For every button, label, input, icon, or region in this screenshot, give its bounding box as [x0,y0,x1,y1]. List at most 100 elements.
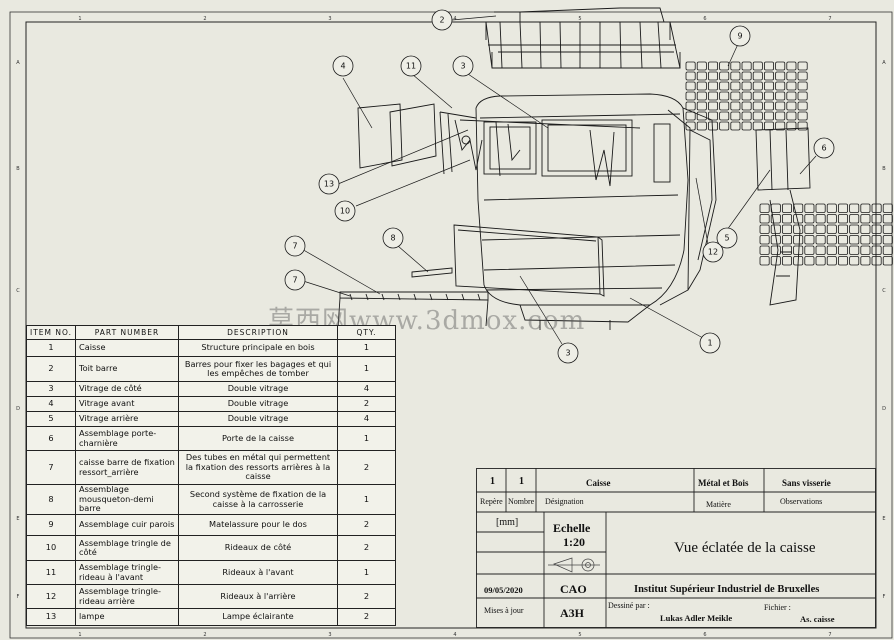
quilt-cell [708,81,719,91]
quilt-cell [770,214,781,224]
tb-nombre-label: Nombre [508,497,535,506]
quilt-cell [730,111,741,121]
quilt-cell [882,203,893,213]
quilt-cell [741,81,752,91]
border-row-label: A [16,60,20,66]
quilt-cell [696,61,707,71]
quilt-cell [797,121,808,131]
quilt-cell [797,91,808,101]
quilt-cell [696,91,707,101]
border-column-label: 7 [828,632,831,638]
quilt-cell [793,203,804,213]
quilt-cell [838,214,849,224]
quilt-cell [838,224,849,234]
quilt-cell [741,121,752,131]
bom-qty: 1 [337,426,396,451]
quilt-cell [838,235,849,245]
quilt-cell [708,101,719,111]
quilt-cell [719,121,730,131]
quilt-cell [782,214,793,224]
quilt-cell [730,121,741,131]
bom-description: Rideaux à l'avant [178,560,338,585]
quilt-cell [826,214,837,224]
balloon-number: 9 [737,32,742,41]
quilt-cell [786,71,797,81]
outer-border [9,11,893,639]
quilt-cell [882,214,893,224]
tb-mises-a-jour: Mises à jour [484,606,524,615]
quilt-cell [685,81,696,91]
balloon-number: 13 [324,180,334,189]
bom-description: Double vitrage [178,396,338,412]
title-block-frame [476,468,876,628]
quilt-cell [793,224,804,234]
balloon-number: 3 [565,349,570,358]
bom-qty: 2 [337,396,396,412]
quilt-cell [804,256,815,266]
quilt-cell [793,214,804,224]
quilt-cell [708,91,719,101]
bom-item-no: 2 [26,356,76,382]
balloon-number: 12 [708,248,718,257]
border-row-label: E [882,516,885,522]
bom-part-number: Toit barre [75,356,179,382]
quilt-cell [764,111,775,121]
bom-description: Des tubes en métal qui permettent la fix… [178,450,338,485]
bom-header-qty: QTY. [337,325,396,340]
quilt-cell [730,101,741,111]
bom-part-number: caisse barre de fixation ressort_arrière [75,450,179,485]
quilt-cell [849,224,860,234]
bom-item-no: 12 [26,584,76,609]
border-row-label: A [882,60,886,66]
quilt-cell [764,91,775,101]
quilt-cell [752,61,763,71]
quilt-cell [786,111,797,121]
quilt-cell [708,111,719,121]
quilt-cell [741,91,752,101]
tb-file: As. caisse [800,614,835,624]
tb-nombre-value: 1 [519,476,524,487]
quilt-cell [752,121,763,131]
quilt-cell [741,101,752,111]
quilt-cell [782,245,793,255]
balloon-number: 11 [406,62,416,71]
quilt-cell [775,91,786,101]
balloon-number: 7 [292,242,297,251]
bom-description: Structure principale en bois [178,339,338,357]
bom-qty: 1 [337,356,396,382]
bom-part-number: Vitrage arrière [75,411,179,427]
quilt-cell [871,203,882,213]
quilt-cell [849,256,860,266]
quilt-cell [775,81,786,91]
quilt-cell [849,235,860,245]
bom-qty: 1 [337,484,396,515]
quilt-cell [838,256,849,266]
bom-qty: 2 [337,514,396,536]
border-column-label: 2 [203,16,206,22]
quilt-cell [775,71,786,81]
quilt-cell [793,256,804,266]
bom-description: Rideaux de côté [178,535,338,561]
tb-institution: Institut Supérieur Industriel de Bruxell… [634,584,820,595]
bom-qty: 1 [337,339,396,357]
quilt-cell [770,235,781,245]
bom-description: Rideaux à l'arrière [178,584,338,609]
balloon-number: 5 [724,234,729,243]
border-column-label: 4 [453,16,456,22]
border-column-label: 6 [703,16,706,22]
drawing-title: Vue éclatée de la caisse [674,540,816,556]
bom-part-number: Caisse [75,339,179,357]
quilt-cell [730,81,741,91]
quilt-cell [696,101,707,111]
leather-panel-upper [685,61,808,131]
border-column-label: 1 [78,632,81,638]
quilt-cell [764,71,775,81]
balloon-number: 7 [292,276,297,285]
quilt-cell [849,203,860,213]
bom-item-no: 4 [26,396,76,412]
quilt-cell [708,121,719,131]
